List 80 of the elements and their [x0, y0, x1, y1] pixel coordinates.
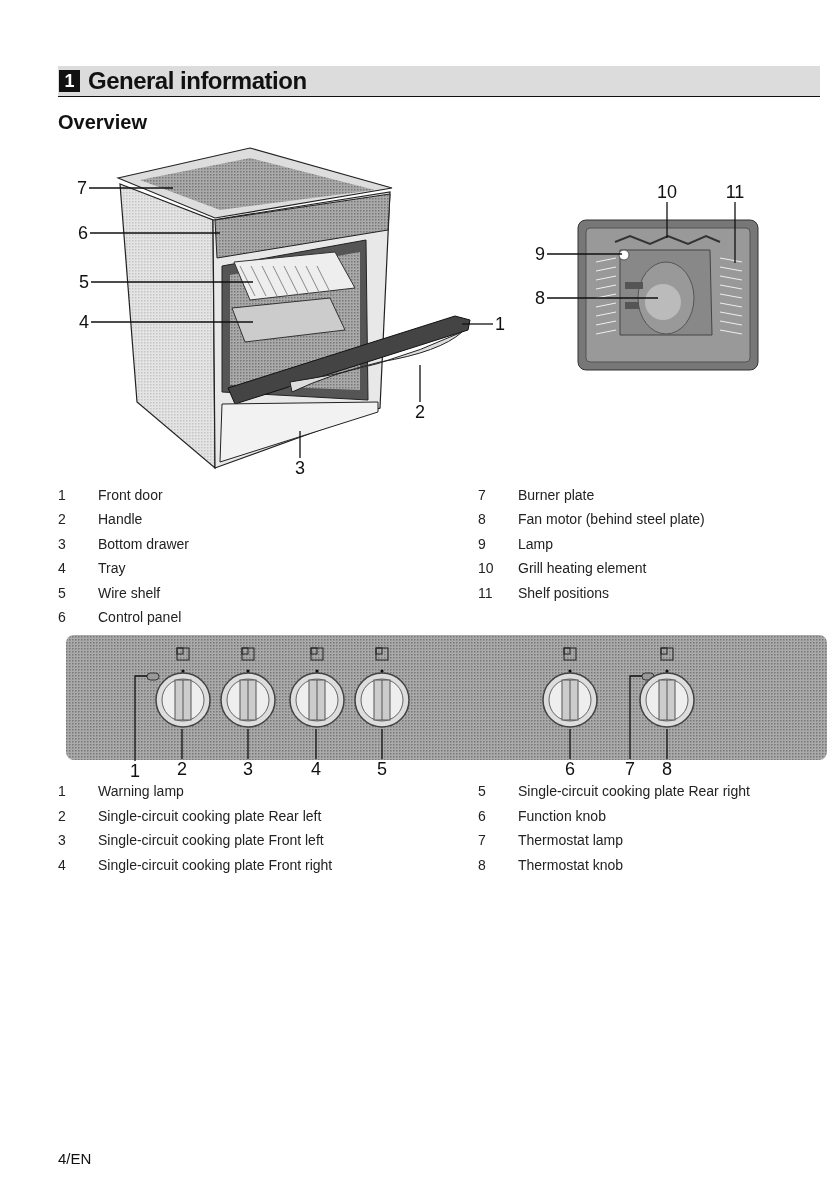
callout-number: 5 [79, 273, 89, 291]
callout-number: 2 [415, 403, 425, 421]
legend-number: 5 [58, 584, 66, 601]
leader-line [569, 728, 571, 760]
leader-line [90, 321, 254, 323]
part-description: Single-circuit cooking plate Front right [98, 856, 333, 873]
leader-line [381, 728, 383, 760]
legend-number: 3 [58, 535, 66, 552]
callout-number: 5 [377, 760, 387, 778]
legend-number: 6 [58, 609, 66, 625]
section-title: General information [88, 68, 307, 94]
callout-number: 11 [725, 183, 745, 201]
legend-number: 4 [58, 560, 66, 577]
part-description: Grill heating element [518, 560, 647, 577]
leader-line [419, 364, 421, 403]
legend-number: 8 [478, 511, 486, 528]
callout-number: 9 [535, 245, 545, 263]
legend-number: 8 [478, 856, 486, 873]
legend-number: 4 [58, 856, 66, 873]
callout-number: 6 [78, 224, 88, 242]
part-description: Bottom drawer [98, 535, 190, 552]
part-description: Function knob [518, 807, 606, 824]
legend-number: 3 [58, 832, 66, 848]
leader-line [315, 728, 317, 760]
callout-number: 7 [625, 760, 635, 778]
leader-line [629, 675, 643, 760]
legend-number: 2 [58, 807, 66, 824]
legend-number: 5 [478, 783, 486, 799]
legend-number: 10 [478, 560, 494, 577]
part-description: Lamp [518, 535, 554, 552]
legend-number: 7 [478, 832, 486, 848]
part-description: Burner plate [518, 487, 595, 503]
part-description: Fan motor (behind steel plate) [518, 511, 705, 528]
leader-line [89, 232, 221, 234]
callout-number: 6 [565, 760, 575, 778]
leader-line [546, 253, 623, 255]
part-description: Single-circuit cooking plate Rear left [98, 807, 322, 824]
leader-line [247, 728, 249, 760]
callout-number: 3 [243, 760, 253, 778]
part-description: Front door [98, 487, 163, 503]
leader-line [546, 297, 659, 299]
part-description: Single-circuit cooking plate Rear right [518, 783, 750, 799]
callout-number: 4 [79, 313, 89, 331]
callout-number: 1 [495, 315, 505, 333]
leader-line [181, 728, 183, 760]
part-description: Warning lamp [98, 783, 184, 799]
part-description: Wire shelf [98, 584, 161, 601]
callout-number: 3 [295, 459, 305, 477]
leader-line [299, 430, 301, 459]
callout-number: 4 [311, 760, 321, 778]
part-description: Thermostat knob [518, 856, 624, 873]
leader-line [88, 187, 174, 189]
callout-number: 8 [662, 760, 672, 778]
callout-number: 8 [535, 289, 545, 307]
leader-line [461, 323, 494, 325]
part-description: Tray [98, 560, 126, 577]
callout-number: 7 [77, 179, 87, 197]
part-description: Single-circuit cooking plate Front left [98, 832, 324, 848]
callout-number: 10 [657, 183, 677, 201]
callout-number: 1 [130, 762, 140, 780]
legend-number: 11 [478, 584, 493, 601]
legend-number: 1 [58, 487, 66, 503]
section-number: 1 [59, 70, 80, 92]
legend-number: 9 [478, 535, 486, 552]
page-number: 4/EN [58, 1150, 92, 1167]
part-description: Thermostat lamp [518, 832, 624, 848]
part-description: Control panel [98, 609, 182, 625]
part-description: Shelf positions [518, 584, 610, 601]
legend-number: 2 [58, 511, 66, 528]
legend-number: 6 [478, 807, 486, 824]
leader-line [734, 201, 736, 264]
leader-line [666, 728, 668, 760]
leader-line [134, 675, 148, 762]
leader-line [90, 281, 254, 283]
legend-number: 7 [478, 487, 486, 503]
legend-number: 1 [58, 783, 66, 799]
leader-line [666, 201, 668, 239]
part-description: Handle [98, 511, 143, 528]
subsection-heading: Overview [58, 110, 147, 134]
callout-number: 2 [177, 760, 187, 778]
